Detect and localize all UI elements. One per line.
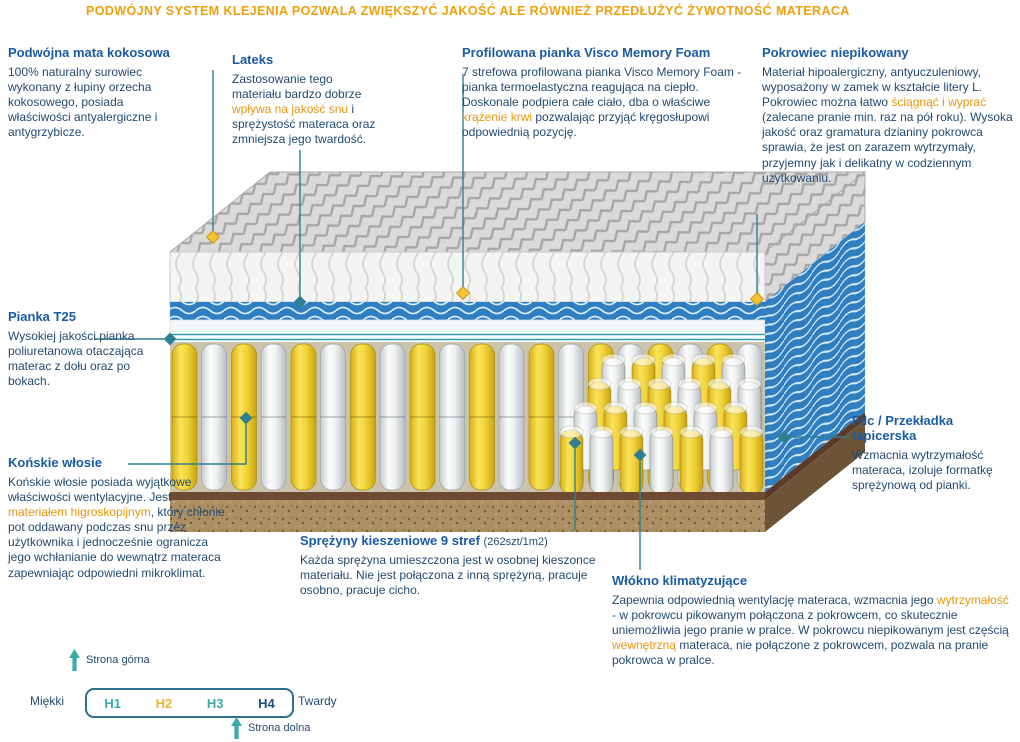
- latex-body: Zastosowanie tego materiału bardzo dobrz…: [232, 71, 376, 147]
- label-cover: Pokrowiec niepikowany Materiał hipoalerg…: [762, 45, 1016, 186]
- hardness-scale: H1 H2 H3 H4: [85, 688, 294, 718]
- visco-top-surface: [168, 171, 867, 253]
- visco-body: 7 strefowa profilowana pianka Visco Memo…: [462, 64, 742, 140]
- label-visco: Profilowana pianka Visco Memory Foam 7 s…: [462, 45, 742, 140]
- marker-cover-diamond: [749, 291, 765, 307]
- connector-horsehair: [128, 424, 247, 465]
- base-foam-layer: [170, 500, 765, 532]
- label-springs: Sprężyny kieszeniowe 9 stref (262szt/1m2…: [300, 533, 596, 598]
- cover-body: Materiał hipoalergiczny, antyuczuleniowy…: [762, 64, 1013, 185]
- label-felt: Filc / Przekładka tapicerska Wzmacnia wy…: [852, 413, 1016, 493]
- springs-count: (262szt/1m2): [483, 536, 548, 548]
- hardness-h4: H4: [258, 695, 275, 711]
- white-interlayer: [169, 319, 766, 333]
- label-latex: Lateks Zastosowanie tego materiału bardz…: [232, 52, 384, 147]
- up-arrow-icon: [231, 717, 242, 739]
- soft-label: Miękki: [30, 694, 65, 708]
- foam-t25-body: Wysokiej jakości pianka poliuretanowa ot…: [8, 328, 144, 389]
- latex-title: Lateks: [232, 52, 274, 67]
- felt-interlayer: [170, 332, 765, 342]
- up-arrow-icon: [69, 649, 80, 671]
- hardness-h3: H3: [206, 695, 224, 711]
- connector-lines: [95, 70, 850, 570]
- marker-visco-diamond: [455, 285, 471, 301]
- bottom-side-indicator: Strona dolna: [230, 716, 310, 740]
- bottom-side-label: Strona dolna: [248, 722, 311, 734]
- marker-foam-diamond: [163, 332, 177, 346]
- marker-coconut-diamond: [205, 229, 221, 245]
- cover-title: Pokrowiec niepikowany: [762, 45, 909, 60]
- hard-label: Twardy: [298, 694, 337, 708]
- marker-horsehair-diamond: [239, 411, 253, 425]
- marker-latex-diamond: [293, 295, 307, 309]
- felt-body: Wzmacnia wytrzymałość materaca, izoluje …: [852, 447, 993, 493]
- top-side-indicator: Strona górna: [68, 648, 150, 672]
- coconut-title: Podwójna mata kokosowa: [8, 45, 170, 60]
- label-horsehair: Końskie włosie Końskie włosie posiada wy…: [8, 455, 230, 581]
- latex-wave-layer: [170, 302, 765, 320]
- fiber-title: Włókno klimatyzujące: [612, 573, 748, 588]
- mattress-layers: [168, 170, 867, 532]
- felt-title: Filc / Przekładka tapicerska: [852, 413, 954, 443]
- visco-title: Profilowana pianka Visco Memory Foam: [462, 45, 711, 60]
- springs-title-text: Sprężyny kieszeniowe 9 stref: [300, 533, 480, 548]
- springs-body: Każda sprężyna umieszczona jest w osobne…: [300, 552, 596, 598]
- springs-title: Sprężyny kieszeniowe 9 stref (262szt/1m2…: [300, 533, 596, 549]
- coconut-body: 100% naturalny surowiec wykonany z łupin…: [8, 64, 158, 140]
- label-fiber: Włókno klimatyzujące Zapewnia odpowiedni…: [612, 573, 1016, 668]
- horsehair-body: Końskie włosie posiada wyjątkowe właściw…: [8, 474, 225, 580]
- hardness-h1: H1: [104, 695, 121, 711]
- label-foam-t25: Pianka T25 Wysokiej jakości pianka poliu…: [8, 309, 148, 389]
- coconut-mat-layer: [170, 492, 765, 500]
- coconut-mat-end: [765, 412, 865, 500]
- fiber-body: Zapewnia odpowiednią wentylację materaca…: [612, 592, 1009, 668]
- base-foam-end: [765, 420, 865, 532]
- horsehair-title: Końskie włosie: [8, 455, 102, 470]
- hardness-h2: H2: [155, 695, 173, 711]
- top-side-label: Strona górna: [86, 654, 150, 666]
- label-coconut: Podwójna mata kokosowa 100% naturalny su…: [8, 45, 180, 140]
- mattress-end-face: [765, 222, 865, 492]
- top-banner: PODWÓJNY SYSTEM KLEJENIA POZWALA ZWIĘKSZ…: [86, 4, 850, 18]
- foam-t25-title: Pianka T25: [8, 309, 76, 324]
